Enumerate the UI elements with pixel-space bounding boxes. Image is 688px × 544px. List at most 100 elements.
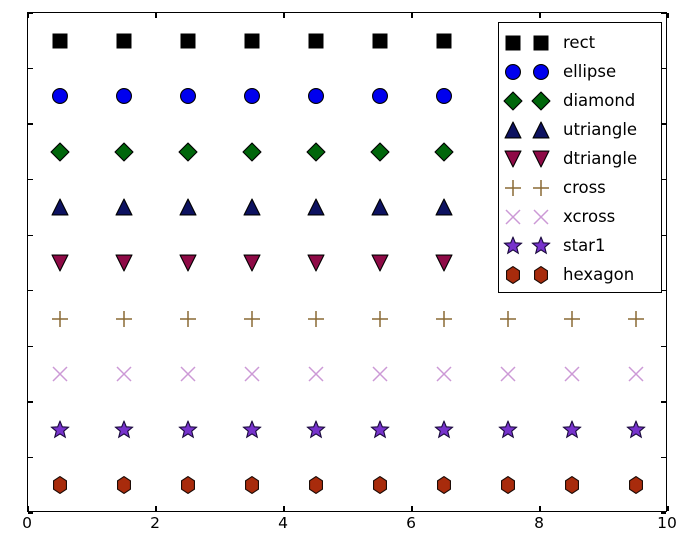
data-point-hexagon [627,476,645,495]
data-point-ellipse [372,88,388,105]
data-point-star1 [114,419,134,439]
data-point-utriangle [307,198,325,216]
legend-marker-star1 [499,232,527,259]
legend-marker-hexagon [499,261,527,288]
data-point-hexagon [563,476,581,495]
legend-label: hexagon [563,265,635,284]
x-tick-label: 8 [534,514,544,532]
legend-marker-glyph [504,265,522,284]
legend-marker-rect [499,29,527,56]
data-point-star1 [434,419,454,439]
data-point-hexagon [307,476,325,495]
legend-label: ellipse [563,62,617,81]
y-axis-tick [661,12,666,14]
legend-marker-glyph [532,208,550,226]
legend-marker-xcross [527,203,555,230]
legend-entry-utriangle[interactable]: utriangle [499,116,661,143]
legend-marker-glyph [504,208,522,226]
data-point-rect [372,33,388,49]
data-point-hexagon [179,476,197,495]
data-point-ellipse [436,88,452,105]
legend-marker-glyph [531,235,551,255]
y-axis-tick [661,345,666,348]
legend-entry-ellipse[interactable]: ellipse [499,58,661,85]
x-axis-tick [155,13,157,18]
data-point-ellipse [244,88,260,105]
legend-entry-star1[interactable]: star1 [499,232,661,259]
data-point-xcross [627,365,645,383]
x-axis-tick [283,506,285,511]
data-point-ellipse [308,88,324,105]
data-point-diamond [370,142,390,162]
data-point-diamond [114,142,134,162]
x-axis-tick [27,506,29,511]
legend-marker-utriangle [527,116,555,143]
y-axis-tick [661,512,666,514]
data-point-xcross [563,365,581,383]
legend-marker-glyph [503,90,523,111]
y-axis-tick [661,234,666,236]
data-point-hexagon [499,476,517,495]
y-axis-tick [661,67,666,70]
data-point-xcross [371,365,389,383]
data-point-diamond [434,142,454,162]
data-point-diamond [306,142,326,162]
data-point-star1 [178,419,198,439]
data-point-star1 [242,419,262,439]
legend-label: cross [563,178,606,197]
legend-marker-glyph [504,179,522,197]
legend-marker-glyph [532,120,550,139]
data-point-utriangle [435,198,453,216]
legend-marker-glyph [505,35,521,50]
y-axis-tick [28,512,33,514]
x-axis-tick [283,13,285,18]
legend-marker-dtriangle [499,145,527,172]
data-point-utriangle [179,198,197,216]
legend-marker-hexagon [527,261,555,288]
data-point-star1 [498,419,518,439]
data-point-xcross [435,365,453,383]
data-point-dtriangle [179,254,197,273]
y-axis-tick [28,12,33,14]
data-point-dtriangle [243,254,261,273]
legend-marker-ellipse [527,58,555,85]
legend-label: utriangle [563,120,638,139]
data-point-xcross [243,365,261,383]
legend-marker-utriangle [499,116,527,143]
legend-entry-diamond[interactable]: diamond [499,87,661,114]
legend-entry-rect[interactable]: rect [499,29,661,56]
legend-box[interactable]: rect ellipse diamond utriangle dtriangle cros… [498,22,662,293]
legend-entry-cross[interactable]: cross [499,174,661,201]
legend-entry-xcross[interactable]: xcross [499,203,661,230]
data-point-dtriangle [115,254,133,273]
data-point-cross [563,310,581,328]
legend-label: xcross [563,207,616,226]
data-point-rect [244,33,260,49]
data-point-ellipse [52,88,68,105]
data-point-rect [180,33,196,49]
y-axis-tick [661,178,666,181]
legend-entry-hexagon[interactable]: hexagon [499,261,661,288]
data-point-rect [52,33,68,49]
data-point-hexagon [435,476,453,495]
x-axis-tick [155,506,157,511]
data-point-star1 [370,419,390,439]
legend-marker-glyph [531,90,551,111]
y-axis-tick [28,234,33,236]
legend-entry-dtriangle[interactable]: dtriangle [499,145,661,172]
legend-marker-xcross [499,203,527,230]
legend-label: dtriangle [563,149,638,168]
data-point-cross [51,310,69,328]
legend-label: diamond [563,91,636,110]
data-point-cross [435,310,453,328]
y-axis-tick [28,456,33,459]
legend-marker-glyph [532,150,550,168]
legend-marker-glyph [503,235,523,255]
legend-marker-star1 [527,232,555,259]
x-tick-label: 10 [657,514,677,532]
data-point-rect [308,33,324,49]
y-axis-tick [28,123,33,125]
legend-marker-glyph [504,120,522,139]
data-point-cross [115,310,133,328]
